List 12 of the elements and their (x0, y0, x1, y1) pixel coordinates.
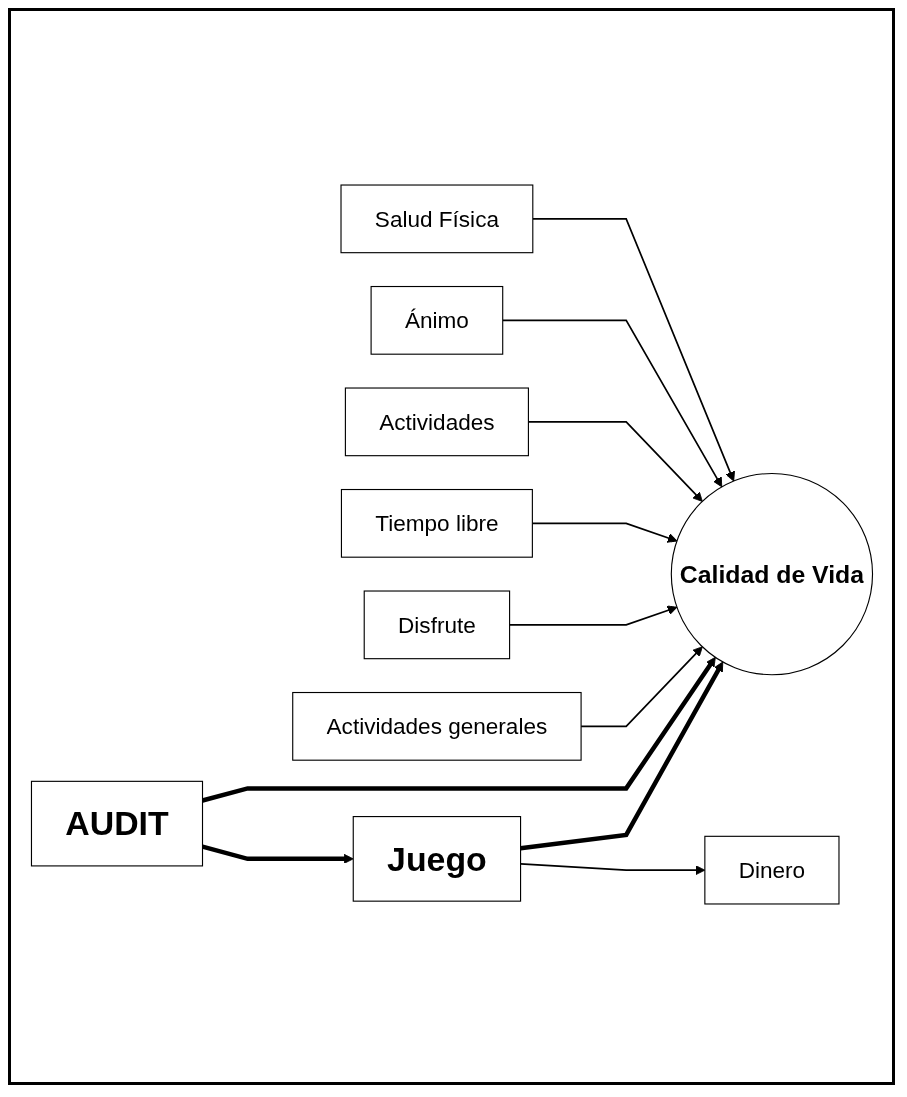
node-box: Ánimo (370, 285, 503, 355)
node-box: Tiempo libre (340, 488, 533, 558)
node-box: Juego (352, 816, 521, 902)
node-box: Disfrute (363, 590, 510, 660)
node-circle: Calidad de Vida (670, 472, 873, 676)
node-box: Actividades (344, 387, 529, 457)
node-box: Dinero (703, 835, 840, 905)
arrow (527, 421, 703, 502)
node-box: Salud Física (339, 184, 533, 254)
node-box: AUDIT (30, 780, 203, 867)
arrow (531, 522, 677, 543)
node-box: Actividades generales (291, 691, 582, 761)
